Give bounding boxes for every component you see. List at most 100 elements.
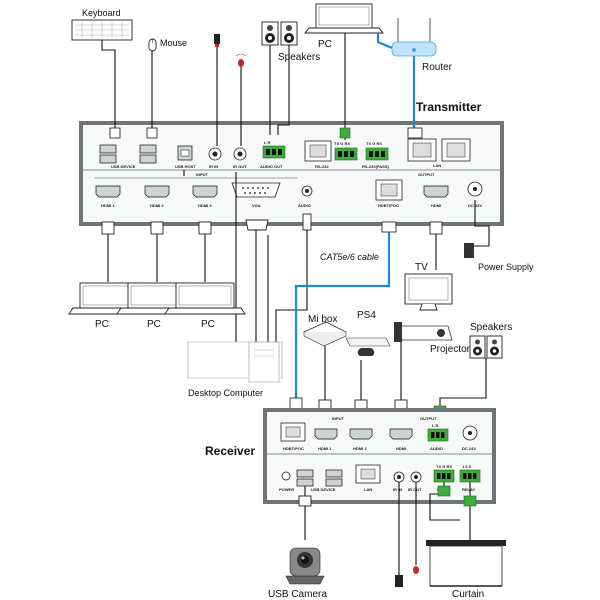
rx-hdmi-out-label: HDMI xyxy=(396,446,406,451)
tx-hdmi2-label: HDMI 2 xyxy=(150,203,164,208)
pc-top-icon xyxy=(304,3,384,34)
tv-icon xyxy=(404,273,453,311)
keyboard-icon xyxy=(71,19,133,41)
rx-ir-out-port xyxy=(410,471,422,483)
ir-receiver-icon xyxy=(214,34,220,47)
rx-lan-port xyxy=(355,464,381,484)
tx-audio-in-port xyxy=(301,185,313,197)
tx-ir-in-port xyxy=(208,147,222,161)
tx-rs232-terminal xyxy=(334,147,358,161)
rx-hdmi1-label: HDMI 1 xyxy=(318,446,332,451)
curtain-label: Curtain xyxy=(452,589,484,600)
tx-hdbt-port xyxy=(375,179,403,201)
tx-audio-out-label: AUDIO OUT xyxy=(260,164,283,169)
rx-rs232-terminal xyxy=(433,469,455,483)
pc-3-label: PC xyxy=(201,319,215,330)
rx-power-port xyxy=(281,471,291,481)
mi-box-icon xyxy=(303,321,347,347)
rx-audio-terminal xyxy=(427,428,449,442)
tx-rs232-pass-label: RS-232(PASS) xyxy=(362,164,389,169)
pc-1-label: PC xyxy=(95,319,109,330)
tx-audio-label: AUDIO xyxy=(298,203,311,208)
pc-top-label: PC xyxy=(318,39,332,50)
rx-ir-in-port xyxy=(393,471,405,483)
tx-hdmi-out-label: HDMI xyxy=(431,203,441,208)
tx-output-label: OUTPUT xyxy=(418,172,435,177)
tx-hdmi2-port xyxy=(144,185,170,198)
top-wires xyxy=(101,33,423,146)
desktop-computer-icon xyxy=(187,341,283,383)
tx-audio-out-lr-label: L R xyxy=(264,140,270,145)
rx-relay-terminal xyxy=(459,469,481,483)
tx-audio-out-terminal xyxy=(262,145,286,159)
rx-hdmi-out-port xyxy=(389,428,413,440)
tx-ir-out-port xyxy=(233,147,247,161)
rx-hdmi2-port xyxy=(349,428,373,440)
rx-power-label: POWER xyxy=(279,487,294,492)
desktop-label: Desktop Computer xyxy=(188,388,263,398)
ir-emitter-icon xyxy=(235,53,247,67)
rx-audio-lr-label: L R xyxy=(432,423,438,428)
tx-rs232-pass-terminal xyxy=(365,147,389,161)
tx-rs232-port xyxy=(304,140,332,162)
tx-usb-host-label: USB HOST xyxy=(175,164,196,169)
tx-hdbt-label: HDBT/POC xyxy=(378,203,399,208)
mi-box-label: Mi box xyxy=(308,314,337,325)
tx-lan-port-1 xyxy=(407,138,437,162)
transmitter-label: Transmitter xyxy=(416,100,482,114)
tx-ir-out-label: IR OUT xyxy=(233,164,247,169)
tx-hdmi1-port xyxy=(95,185,121,198)
tx-input-label: INPUT xyxy=(196,172,209,177)
rx-audio-label: AUDIO xyxy=(430,446,443,451)
mouse-icon xyxy=(148,38,157,52)
rx-dc-label: DC 24V xyxy=(462,446,476,451)
tx-txgrx-label-1: TX G RX xyxy=(334,141,350,146)
tx-hdmi-out-port xyxy=(423,185,449,198)
speakers-top-label: Speakers xyxy=(278,52,320,63)
tx-usb-host-port xyxy=(177,145,193,161)
tx-bottom-wires xyxy=(101,170,490,398)
speakers-bottom-icon xyxy=(469,335,503,359)
rx-txgrx-label: TX G RX xyxy=(436,464,452,469)
tx-vga-port xyxy=(231,182,281,198)
rx-hdmi1-port xyxy=(314,428,338,440)
cable-label: CAT5e/6 cable xyxy=(320,252,379,262)
tx-lan-label: LAN xyxy=(433,163,441,168)
curtain-icon xyxy=(426,540,506,587)
rx-hdbt-port xyxy=(280,422,306,442)
speakers-bottom-label: Speakers xyxy=(470,322,512,333)
tx-hdmi3-label: HDMI 3 xyxy=(198,203,212,208)
rx-relay-label: RELAY xyxy=(462,487,476,492)
receiver-label: Receiver xyxy=(205,444,255,458)
rx-hdbt-label: HDBT/POC xyxy=(283,446,304,451)
ps4-label: PS4 xyxy=(357,310,376,321)
speakers-top-icon xyxy=(261,21,298,46)
usb-camera-icon xyxy=(285,547,325,585)
tx-lan-port-2 xyxy=(441,138,471,162)
power-supply-label: Power Supply xyxy=(478,262,534,272)
rx-lan-label: LAN xyxy=(364,487,372,492)
rx-dc-port xyxy=(462,425,478,441)
tx-dc-port xyxy=(467,181,483,197)
pc-3-icon xyxy=(164,282,246,315)
rx-hdmi2-label: HDMI 2 xyxy=(353,446,367,451)
transmitter-device xyxy=(79,121,504,226)
rx-relay-pins-label: 1 2 3 xyxy=(462,464,472,469)
keyboard-label: Keyboard xyxy=(82,8,121,18)
projector-icon xyxy=(394,322,453,342)
tx-hdmi1-label: HDMI 1 xyxy=(101,203,115,208)
tx-ir-in-label: IR IN xyxy=(209,164,218,169)
tx-usb-device-label: USB DEVICE xyxy=(111,164,136,169)
tx-txgrx-label-2: TX G RX xyxy=(366,141,382,146)
rx-usb-device-label: USB DEVICE xyxy=(311,487,336,492)
tx-usb-device-ports xyxy=(99,144,157,164)
tv-label: TV xyxy=(415,262,428,273)
rx-bottom-wires xyxy=(298,482,477,587)
projector-label: Projector xyxy=(430,344,471,355)
mouse-label: Mouse xyxy=(160,38,187,48)
rx-ir-in-label: IR IN xyxy=(393,487,402,492)
pc-2-label: PC xyxy=(147,319,161,330)
tx-hdmi3-port xyxy=(192,185,218,198)
ps4-icon xyxy=(345,337,391,356)
